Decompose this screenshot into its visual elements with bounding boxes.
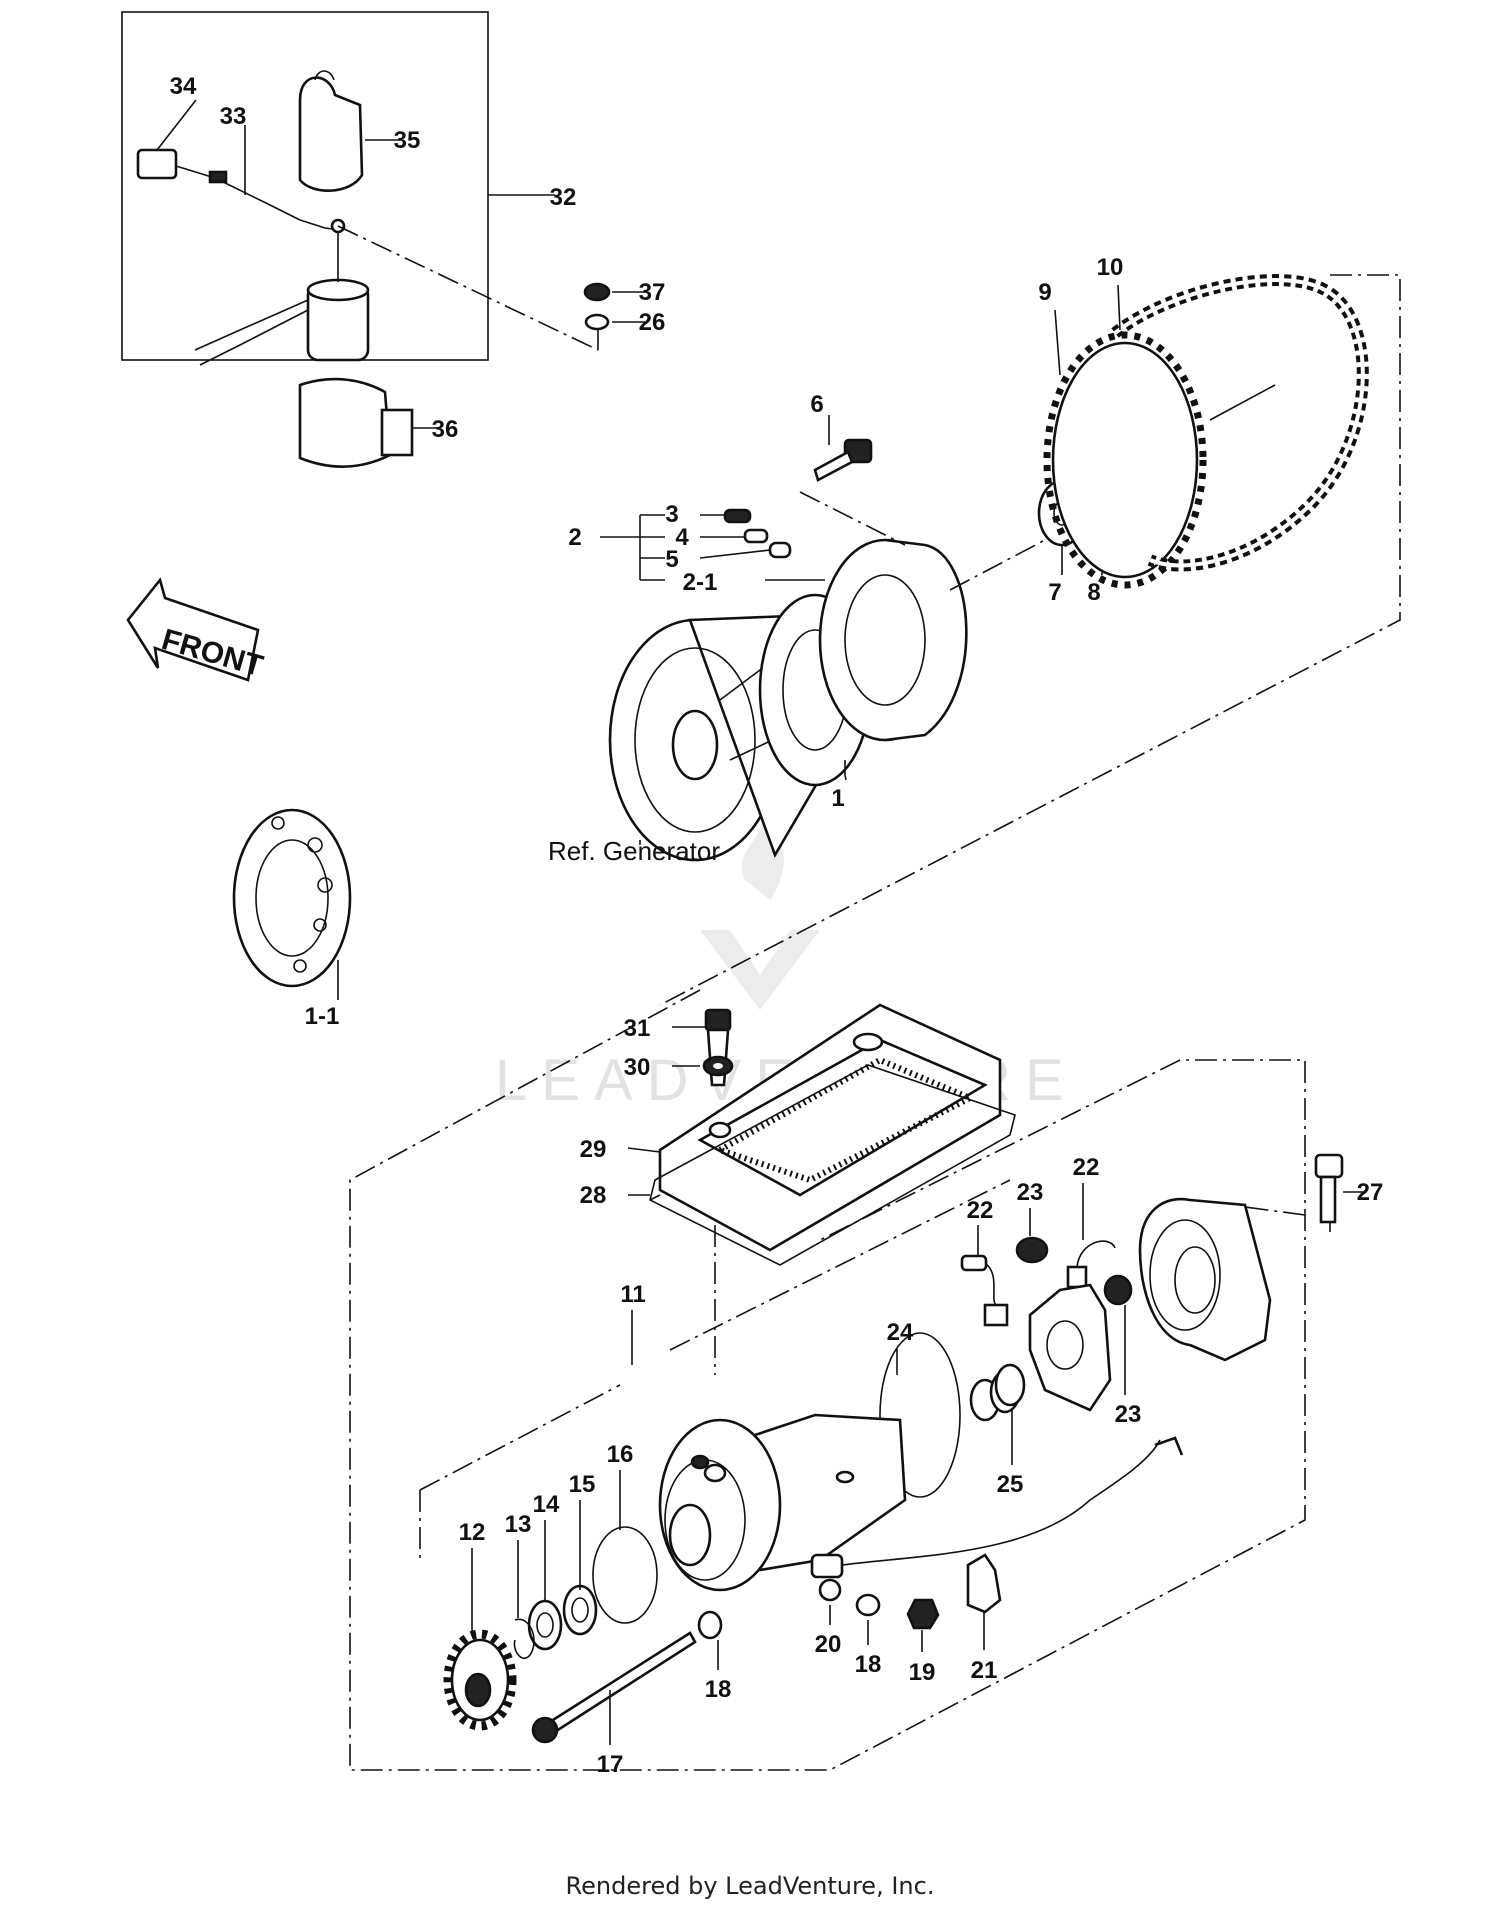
bolt-31	[704, 1008, 732, 1032]
label-31: 31	[624, 1015, 651, 1042]
nut-19	[906, 1598, 940, 1630]
label-18-a: 18	[855, 1651, 882, 1678]
footer-credit: Rendered by LeadVenture, Inc.	[565, 1872, 935, 1900]
dashed-frames	[349, 274, 1401, 1771]
label-19: 19	[909, 1659, 936, 1686]
label-3: 3	[665, 501, 678, 528]
label-21: 21	[971, 1657, 998, 1684]
label-2: 2	[568, 524, 581, 551]
washer-15	[562, 1584, 598, 1636]
label-24: 24	[887, 1319, 914, 1346]
label-4: 4	[675, 524, 689, 551]
label-17: 17	[597, 1751, 624, 1778]
sprocket-12	[443, 1629, 517, 1731]
bolt-27	[1314, 1153, 1344, 1179]
nut-washer-37-26	[583, 282, 645, 331]
bolt-6	[843, 438, 873, 464]
ref-generator-label: Ref. Generator	[548, 836, 720, 866]
o-ring-24	[879, 1332, 961, 1498]
label-8: 8	[1087, 579, 1100, 606]
label-5: 5	[665, 546, 678, 573]
starter-group	[443, 1003, 1365, 1745]
snap-ring-13	[513, 1618, 535, 1660]
label-37: 37	[639, 279, 666, 306]
label-2-1: 2-1	[683, 569, 718, 596]
label-23-a: 23	[1017, 1179, 1044, 1206]
spring-3	[723, 508, 752, 524]
sprocket-9	[1043, 331, 1207, 589]
boot-21	[966, 1553, 1002, 1614]
label-28: 28	[580, 1182, 607, 1209]
label-36: 36	[432, 416, 459, 443]
label-23-b: 23	[1115, 1401, 1142, 1428]
relay-assembly	[121, 11, 599, 468]
label-1: 1	[831, 785, 844, 812]
o-ring-16	[592, 1526, 658, 1624]
pin-4	[743, 528, 769, 544]
washer-18-b	[697, 1610, 723, 1640]
through-bolt-17	[543, 1631, 697, 1737]
rubber-mount-36	[298, 377, 392, 468]
end-housing	[1138, 1197, 1272, 1362]
brush-plate	[1028, 1283, 1112, 1412]
label-18-b: 18	[705, 1676, 732, 1703]
label-20: 20	[815, 1631, 842, 1658]
label-26: 26	[639, 309, 666, 336]
label-33: 33	[220, 103, 247, 130]
label-16: 16	[607, 1441, 634, 1468]
label-34: 34	[170, 73, 197, 100]
front-arrow: FRONT	[126, 577, 266, 683]
label-29: 29	[580, 1136, 607, 1163]
terminal-20	[810, 1553, 844, 1579]
relay-box-frame	[121, 11, 489, 361]
relay-cap-35	[298, 76, 364, 192]
spring-23-b	[1103, 1274, 1133, 1306]
generator-group	[600, 274, 1369, 862]
label-22-a: 22	[967, 1197, 994, 1224]
label-27: 27	[1357, 1179, 1384, 1206]
label-10: 10	[1097, 254, 1124, 281]
label-13: 13	[505, 1511, 532, 1538]
label-7: 7	[1048, 579, 1061, 606]
gasket-1-1	[232, 808, 352, 1000]
label-25: 25	[997, 1471, 1024, 1498]
label-12: 12	[459, 1519, 486, 1546]
spring-23-a	[1015, 1236, 1049, 1264]
label-15: 15	[569, 1471, 596, 1498]
roller-5	[768, 541, 792, 559]
label-11: 11	[620, 1281, 645, 1308]
callout-labels: 34 33 35 32 37 26 36 10 9 6 3 2 4 5 2-1 …	[170, 73, 1384, 1778]
label-22-b: 22	[1073, 1154, 1100, 1181]
label-30: 30	[624, 1054, 651, 1081]
label-14: 14	[533, 1491, 560, 1518]
brush-22-a	[960, 1254, 988, 1272]
label-1-1: 1-1	[305, 1003, 340, 1030]
brush-22-b	[1066, 1265, 1088, 1289]
label-35: 35	[394, 127, 421, 154]
terminal-34	[136, 148, 178, 180]
label-32: 32	[550, 184, 577, 211]
label-6: 6	[810, 391, 823, 418]
label-9: 9	[1038, 279, 1051, 306]
washer-18-a	[855, 1593, 881, 1617]
